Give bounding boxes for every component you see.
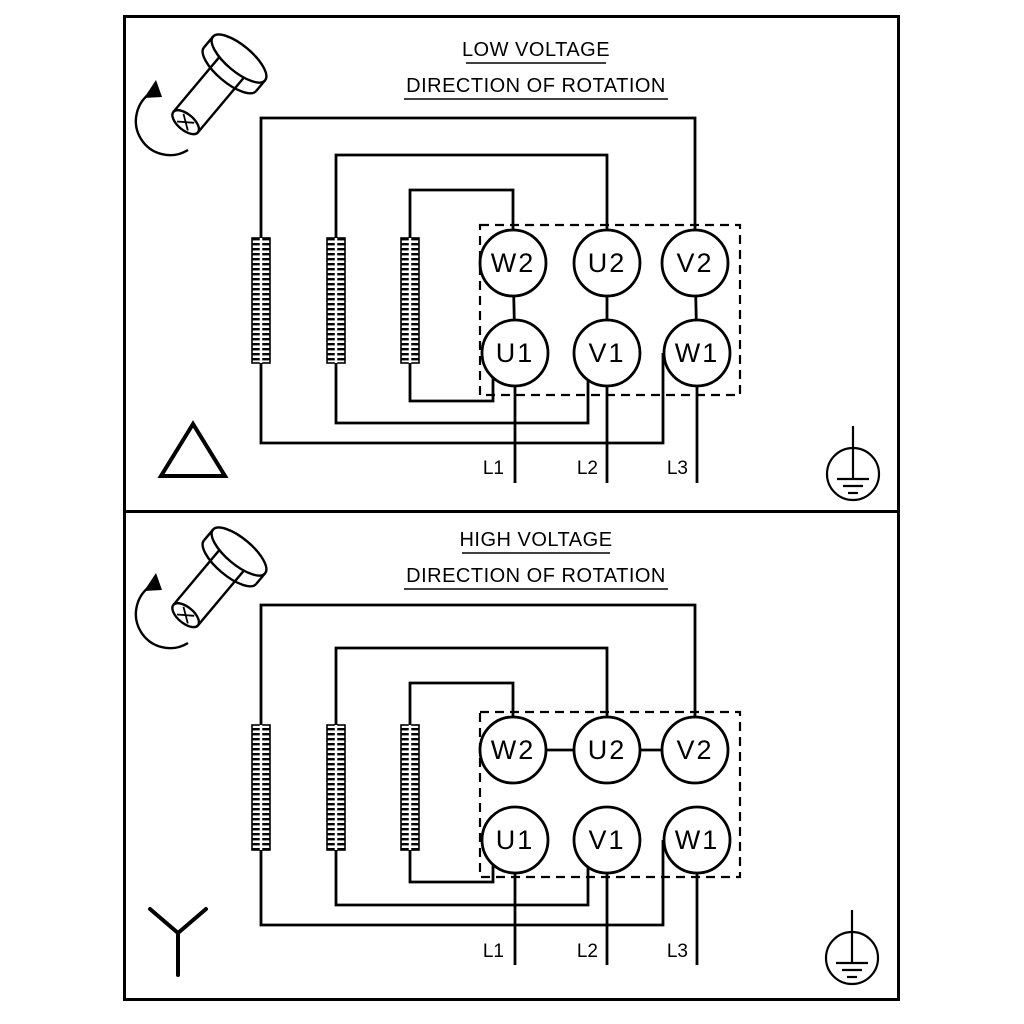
terminal-block-outline xyxy=(478,710,742,879)
panel-title: LOW VOLTAGE xyxy=(462,39,610,61)
svg-text:W2: W2 xyxy=(491,248,536,278)
delta-icon xyxy=(157,420,229,478)
shaft-rotation-icon xyxy=(134,33,268,157)
lead-label-l2: L2 xyxy=(577,458,598,479)
terminal-v2: V2 xyxy=(660,228,730,298)
lead-label-l1: L1 xyxy=(483,941,504,962)
terminal-u1: U1 xyxy=(480,318,550,388)
lead-label-l3: L3 xyxy=(667,941,688,962)
svg-text:V2: V2 xyxy=(676,735,713,765)
svg-text:U2: U2 xyxy=(588,735,627,765)
arrowhead xyxy=(144,80,162,98)
earth-ground-icon xyxy=(824,910,880,986)
svg-text:V1: V1 xyxy=(588,825,625,855)
panel-subtitle: DIRECTION OF ROTATION xyxy=(406,75,666,97)
terminal-v1: V1 xyxy=(572,318,642,388)
terminal-u2: U2 xyxy=(572,228,642,298)
terminal-u1: U1 xyxy=(480,805,550,875)
earth-ground-icon xyxy=(825,426,881,502)
terminal-block: W2 U2 V2 U1 V1 W1 xyxy=(478,715,732,875)
terminal-w1: W1 xyxy=(662,805,732,875)
panel-low-voltage: LOW VOLTAGE DIRECTION OF ROTATION xyxy=(123,15,900,513)
terminal-block: W2 U2 V2 U1 V1 W1 xyxy=(478,228,732,388)
panel-title: HIGH VOLTAGE xyxy=(459,529,612,551)
lead-label-l3: L3 xyxy=(667,458,688,479)
svg-text:U2: U2 xyxy=(588,248,627,278)
terminal-v1: V1 xyxy=(572,805,642,875)
terminal-block-outline xyxy=(478,223,742,397)
svg-text:W1: W1 xyxy=(675,825,720,855)
stator-windings xyxy=(251,237,420,364)
svg-text:W2: W2 xyxy=(491,735,536,765)
terminal-w2: W2 xyxy=(478,228,548,298)
terminal-v2: V2 xyxy=(660,715,730,785)
star-icon xyxy=(148,907,208,977)
svg-text:U1: U1 xyxy=(496,338,535,368)
terminal-u2: U2 xyxy=(572,715,642,785)
svg-text:W1: W1 xyxy=(675,338,720,368)
terminal-w1: W1 xyxy=(662,318,732,388)
high-voltage-diagram: HIGH VOLTAGE DIRECTION OF ROTATION xyxy=(134,526,880,986)
panel-subtitle: DIRECTION OF ROTATION xyxy=(406,565,666,587)
svg-text:U1: U1 xyxy=(496,825,535,855)
lead-label-l2: L2 xyxy=(577,941,598,962)
shaft-rotation-icon xyxy=(134,526,268,650)
lead-label-l1: L1 xyxy=(483,458,504,479)
arrowhead xyxy=(144,573,162,591)
panel-high-voltage: HIGH VOLTAGE DIRECTION OF ROTATION xyxy=(123,510,900,1001)
svg-text:V1: V1 xyxy=(588,338,625,368)
low-voltage-diagram: LOW VOLTAGE DIRECTION OF ROTATION xyxy=(134,33,881,502)
svg-text:V2: V2 xyxy=(676,248,713,278)
terminal-w2: W2 xyxy=(478,715,548,785)
stator-windings xyxy=(251,724,420,851)
